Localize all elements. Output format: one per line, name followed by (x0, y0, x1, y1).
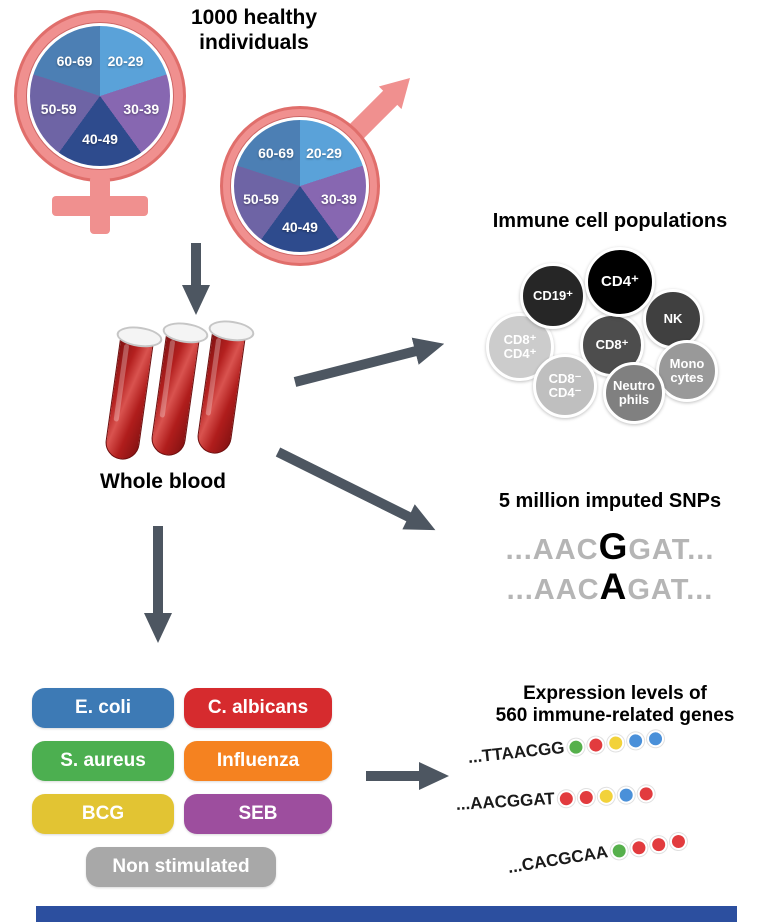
stimulus-calbicans: C. albicans (184, 688, 332, 728)
blood-tubes (103, 326, 268, 468)
whole-blood-label: Whole blood (100, 470, 226, 493)
snp2-prefix: ...AAC (506, 574, 600, 606)
stimulus-saureus: S. aureus (32, 741, 174, 781)
cell-neutrophils: Neutro phils (603, 362, 665, 424)
snp1-prefix: ...AAC (505, 534, 599, 566)
expression-bead (617, 785, 636, 804)
blood-tube-icon (103, 332, 155, 462)
blood-tube-icon (195, 326, 247, 456)
pie-label-60-69: 60-69 (56, 52, 93, 69)
immune-cells-title: Immune cell populations (492, 210, 728, 232)
pie-label-30-39: 30-39 (123, 101, 160, 118)
snp1-variant: G (598, 526, 629, 567)
cell-monocytes: Mono cytes (656, 340, 718, 402)
page-title: 1000 healthy individuals (148, 6, 360, 56)
expression-bead (557, 789, 576, 808)
male-age-pie: 20-29 30-39 40-49 50-59 60-69 (231, 117, 369, 255)
title-line-2: individuals (199, 30, 309, 54)
stimulus-influenza: Influenza (184, 741, 332, 781)
snps-title: 5 million imputed SNPs (498, 490, 722, 512)
bottom-bar (36, 906, 737, 922)
snp2-variant: A (599, 566, 628, 607)
male-circle: 20-29 30-39 40-49 50-59 60-69 (220, 106, 380, 266)
blood-tube-icon (149, 328, 201, 458)
expression-bead (646, 728, 665, 748)
expression-title-line-2: 560 immune-related genes (495, 705, 735, 727)
expression-bead (606, 733, 625, 752)
expression-bead (609, 840, 629, 861)
pie-label-40-49: 40-49 (82, 131, 118, 148)
stimulus-ecoli: E. coli (32, 688, 174, 728)
expression-bead (586, 735, 606, 754)
expression-row-2: ...AACGGAT (455, 783, 656, 815)
expression-bead (668, 831, 689, 851)
expression-bead (637, 784, 656, 803)
title-line-1: 1000 healthy (190, 6, 318, 29)
female-circle: 20-29 30-39 40-49 50-59 60-69 (14, 10, 186, 182)
gene-sequence: ...TTAACGG (466, 737, 566, 767)
snp-sequence-1: ...AACGGAT... (452, 528, 768, 565)
stimulus-seb: SEB (184, 794, 332, 834)
expression-bead (597, 786, 616, 805)
pie-label-20-29: 20-29 (107, 52, 144, 69)
stimulus-non-stimulated: Non stimulated (86, 847, 276, 887)
expression-bead (648, 834, 669, 854)
arrow-blood-to-snps (275, 447, 436, 531)
expression-title-line-1: Expression levels of (523, 683, 707, 704)
expression-bead (629, 837, 649, 857)
snp2-suffix: GAT... (627, 574, 714, 606)
female-age-pie: 20-29 30-39 40-49 50-59 60-69 (27, 23, 173, 169)
expression-title: Expression levels of 560 immune-related … (462, 683, 768, 728)
pie-label-60-69: 60-69 (258, 144, 294, 161)
pie-label-50-59: 50-59 (40, 101, 77, 118)
pie-label-50-59: 50-59 (243, 190, 279, 207)
gene-sequence: ...CACGCAA (506, 842, 610, 877)
snp1-suffix: GAT... (628, 534, 715, 566)
stimulus-bcg: BCG (32, 794, 174, 834)
pie-label-20-29: 20-29 (306, 144, 342, 161)
male-arrow-icon (342, 78, 410, 146)
cell-cd19: CD19⁺ (520, 263, 586, 329)
arrow-blood-to-cells (293, 337, 445, 387)
pie-label-40-49: 40-49 (282, 218, 318, 235)
expression-row-3: ...CACGCAA (506, 830, 689, 878)
expression-bead (626, 731, 645, 750)
snp-sequence-2: ...AACAGAT... (452, 568, 768, 605)
cell-cd8neg-cd4neg: CD8⁻ CD4⁻ (533, 354, 597, 418)
immune-cell-cluster: CD8⁺ CD4⁺ CD19⁺ NK CD8⁺ CD4⁺ Mono cytes … (478, 246, 728, 428)
expression-bead (577, 788, 596, 807)
cell-cd4: CD4⁺ (585, 247, 655, 317)
expression-bead (566, 737, 586, 757)
expression-row-1: ...TTAACGG (467, 727, 665, 767)
pie-label-30-39: 30-39 (321, 190, 357, 207)
female-symbol-crossbar (52, 196, 148, 216)
gene-sequence: ...AACGGAT (455, 788, 556, 814)
